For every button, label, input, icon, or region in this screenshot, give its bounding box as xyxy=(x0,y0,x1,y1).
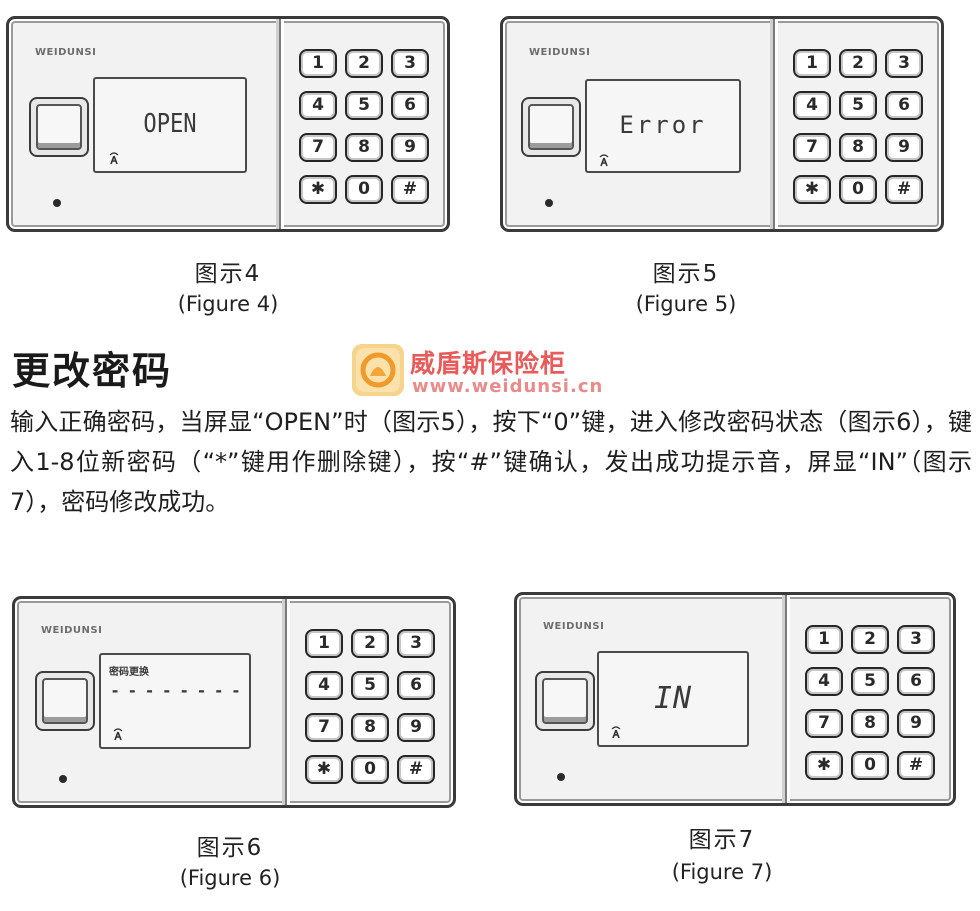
keypad-key[interactable]: 4 xyxy=(793,91,831,120)
keypad-key[interactable]: 3 xyxy=(397,629,435,658)
keypad-key[interactable]: 4 xyxy=(299,91,337,120)
keypad-key[interactable]: 0 xyxy=(345,175,383,204)
screen-text: Error xyxy=(619,111,707,139)
figure-5-caption-zh: 图示5 xyxy=(652,261,720,287)
keypad-key[interactable]: 5 xyxy=(851,667,889,696)
lcd-screen: IN xyxy=(597,651,749,747)
keypad-key[interactable]: 3 xyxy=(391,49,429,78)
keypad-key[interactable]: # xyxy=(885,175,923,204)
keypad-key[interactable]: 4 xyxy=(805,667,843,696)
keypad-key[interactable]: # xyxy=(897,751,935,780)
keypad-key[interactable]: # xyxy=(397,755,435,784)
keypad-key[interactable]: 6 xyxy=(885,91,923,120)
keypad-key[interactable]: 1 xyxy=(305,629,343,658)
keypad-key[interactable]: 6 xyxy=(897,667,935,696)
brand-label: WEIDUNSI xyxy=(35,47,97,58)
keypad-key[interactable]: # xyxy=(391,175,429,204)
keypad-key[interactable]: 2 xyxy=(851,625,889,654)
keypad-key[interactable]: 0 xyxy=(839,175,877,204)
status-led xyxy=(557,773,565,781)
keypad-key[interactable]: 7 xyxy=(793,133,831,162)
figure-6-caption-en: (Figure 6) xyxy=(179,866,281,890)
watermark-name: 威盾斯保险柜 xyxy=(410,349,567,378)
lcd-screen: Error xyxy=(585,79,741,173)
status-led xyxy=(59,775,67,783)
figure-4-caption-zh: 图示4 xyxy=(194,261,262,287)
instruction-paragraph: 输入正确密码，当屏显“OPEN”时（图示5），按下“0”键，进入修改密码状态（图… xyxy=(10,408,972,516)
watermark-logo-icon xyxy=(352,344,404,396)
keypad-key[interactable]: 9 xyxy=(885,133,923,162)
keypad-key[interactable]: 7 xyxy=(805,709,843,738)
keypad-key[interactable]: 0 xyxy=(851,751,889,780)
keypad-key[interactable]: 9 xyxy=(391,133,429,162)
keypad-key[interactable]: 5 xyxy=(351,671,389,700)
keypad-key[interactable]: 9 xyxy=(897,709,935,738)
figure-7-caption-zh: 图示7 xyxy=(688,827,756,853)
signal-icon xyxy=(113,728,123,741)
fingerprint-sensor[interactable] xyxy=(35,671,95,731)
keypad-key[interactable]: 2 xyxy=(351,629,389,658)
keypad-key[interactable]: 6 xyxy=(391,91,429,120)
keypad-key[interactable]: 7 xyxy=(299,133,337,162)
keypad-key[interactable]: 5 xyxy=(345,91,383,120)
keypad-key[interactable]: 2 xyxy=(345,49,383,78)
brand-label: WEIDUNSI xyxy=(543,621,605,632)
keypad-key[interactable]: 8 xyxy=(851,709,889,738)
watermark-url: www.weidunsi.cn xyxy=(412,376,604,397)
signal-icon xyxy=(599,154,609,167)
status-led xyxy=(545,199,553,207)
keypad-key[interactable]: 7 xyxy=(305,713,343,742)
fingerprint-sensor[interactable] xyxy=(535,671,595,731)
figure-6-caption-zh: 图示6 xyxy=(196,835,264,861)
keypad-key[interactable]: 0 xyxy=(351,755,389,784)
fingerprint-sensor[interactable] xyxy=(521,97,581,157)
figure-7-caption-en: (Figure 7) xyxy=(671,860,773,884)
keypad-key[interactable]: ✱ xyxy=(805,751,843,780)
keypad-key[interactable]: 1 xyxy=(793,49,831,78)
fingerprint-sensor[interactable] xyxy=(29,97,89,157)
keypad-key[interactable]: 3 xyxy=(897,625,935,654)
keypad-key[interactable]: 8 xyxy=(345,133,383,162)
signal-icon xyxy=(611,726,621,739)
screen-text: OPEN xyxy=(143,109,197,139)
figure-4-caption-en: (Figure 4) xyxy=(177,292,279,316)
keypad-key[interactable]: ✱ xyxy=(305,755,343,784)
keypad-key[interactable]: 1 xyxy=(805,625,843,654)
keypad-key[interactable]: 4 xyxy=(305,671,343,700)
signal-icon xyxy=(109,152,119,165)
keypad-key[interactable]: 8 xyxy=(839,133,877,162)
keypad-key[interactable]: 6 xyxy=(397,671,435,700)
screen-text: IN xyxy=(653,681,693,716)
figure-5-caption-en: (Figure 5) xyxy=(635,292,737,316)
screen-title: 密码更换 xyxy=(109,667,149,678)
section-heading: 更改密码 xyxy=(12,349,173,393)
keypad-key[interactable]: ✱ xyxy=(299,175,337,204)
screen-text: - - - - - - - - xyxy=(110,681,241,700)
status-led xyxy=(53,199,61,207)
keypad-key[interactable]: 5 xyxy=(839,91,877,120)
keypad-key[interactable]: 2 xyxy=(839,49,877,78)
keypad-key[interactable]: 3 xyxy=(885,49,923,78)
keypad-key[interactable]: 8 xyxy=(351,713,389,742)
keypad-key[interactable]: 1 xyxy=(299,49,337,78)
keypad-key[interactable]: ✱ xyxy=(793,175,831,204)
brand-label: WEIDUNSI xyxy=(529,47,591,58)
watermark: 威盾斯保险柜 www.weidunsi.cn xyxy=(352,344,622,400)
keypad-key[interactable]: 9 xyxy=(397,713,435,742)
lcd-screen: OPEN xyxy=(93,77,247,173)
brand-label: WEIDUNSI xyxy=(41,625,103,636)
lcd-screen: 密码更换 - - - - - - - - xyxy=(99,653,251,749)
